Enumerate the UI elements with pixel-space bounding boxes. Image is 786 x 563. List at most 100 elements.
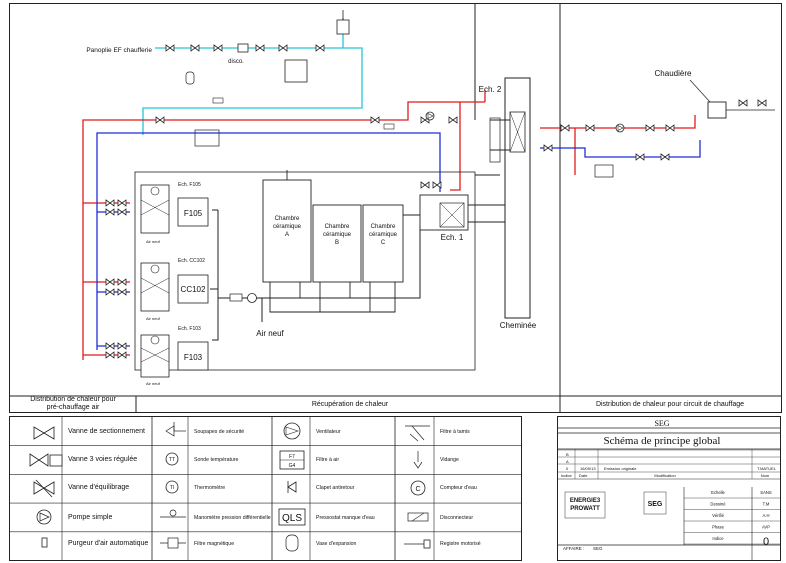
boiler [707, 101, 727, 119]
legend-col4-item-3: Disconnecteur [440, 515, 473, 521]
symbol-compteur: C [410, 480, 426, 496]
section-left-label-2: pré-chauffage air [47, 404, 100, 411]
legend-col2-item-0: Soupapes de sécurité [194, 429, 244, 435]
unit-f103 [177, 341, 209, 371]
rev-header-idx: Indice [561, 473, 572, 478]
return-line-blue [96, 132, 441, 350]
legend-col2-item-3: Manomètre pression différentielle [194, 515, 271, 521]
disco-label: disco. [228, 59, 244, 65]
air-neuf-cc102: Air neuf [146, 316, 161, 321]
legend-col4-item-1: Vidange [440, 457, 459, 463]
unit-f103-label: F103 [184, 353, 203, 362]
svg-text:TI: TI [170, 485, 174, 491]
symbol-vanne-3-voies [29, 453, 63, 467]
symbol-thermometre: TI [165, 480, 179, 494]
symbol-manometre [160, 509, 186, 518]
cold-water-line [142, 47, 363, 135]
legend-col2-item-4: Filtre magnétique [194, 541, 234, 547]
rev-mod-2: Emission originale [604, 466, 637, 471]
affaire-label: AFFAIRE : [563, 546, 584, 551]
ech-f105-label: Ech. F105 [178, 182, 201, 188]
symbol-purgeur [41, 537, 48, 548]
field-key-1: Dessiné [710, 502, 726, 507]
symbol-vanne-sectionnement [33, 426, 55, 440]
ech2-label: Ech. 2 [479, 85, 502, 94]
symbol-vidange [413, 451, 423, 469]
svg-text:SEG: SEG [648, 501, 663, 508]
legend-frame [9, 416, 522, 561]
legend-col4-item-4: Registre motorisé [440, 541, 481, 547]
chamber-b-l1: Chambre [325, 224, 350, 230]
legend-col4-item-2: Compteur d'eau [440, 485, 477, 491]
svg-text:TT: TT [169, 457, 175, 463]
symbol-soupape [165, 422, 186, 437]
unit-f105-label: F105 [184, 209, 203, 218]
symbol-clapet [287, 481, 297, 493]
symbol-filtre-magnetique [160, 537, 186, 549]
air-neuf-f105: Air neuf [146, 239, 161, 244]
rev-index-0: B [566, 452, 569, 457]
panoplie-label: Panoplie EF chaufferie [86, 47, 152, 54]
symbol-filtre-tamis [405, 425, 430, 442]
field-key-0: Echelle [711, 490, 725, 495]
field-key-4: Indice [712, 536, 724, 541]
affaire-value: SEG [593, 546, 603, 551]
chamber-c-l3: C [381, 240, 386, 246]
air-neuf-label: Air neuf [256, 329, 284, 338]
expansion-station [284, 59, 308, 83]
field-key-2: Vérifié [712, 513, 725, 518]
symbol-ventilateur [283, 422, 301, 440]
title-block [557, 416, 781, 561]
svg-text:PROWATT: PROWATT [570, 506, 600, 512]
exchanger-f105 [140, 184, 170, 234]
chaudiere-label: Chaudière [655, 69, 692, 78]
ech1-label: Ech. 1 [441, 233, 464, 242]
legend-col3-item-0: Ventilateur [316, 429, 341, 435]
section-left-label-1: Distribution de chaleur pour [30, 396, 116, 403]
svg-text:C: C [415, 486, 420, 493]
legend-col1-item-1: Vanne 3 voies régulée [68, 456, 137, 463]
chamber-c-l1: Chambre [371, 224, 396, 230]
legend-col3-item-3: Pressostat manque d'eau [316, 515, 375, 521]
supply-line-red [82, 101, 485, 360]
heat-recovery-zone [134, 171, 476, 371]
symbol-vanne-equilibrage [33, 479, 55, 498]
unit-f105 [177, 197, 209, 227]
field-value-4: 0 [763, 536, 769, 548]
legend-col1-item-2: Vanne d'équilibrage [68, 484, 129, 491]
symbol-pompe [36, 509, 52, 525]
logo-energie3 [564, 491, 606, 519]
field-key-3: Phase [712, 525, 725, 530]
rev-author-2: T.MATUEL [757, 466, 777, 471]
client-name: SEG [654, 419, 669, 428]
rev-header-nom: Nom [761, 473, 770, 478]
chamber-c-l2: céramique [369, 232, 398, 238]
chamber-a-l1: Chambre [275, 216, 300, 222]
legend-col3-item-1: Filtre à air [316, 457, 339, 463]
field-value-1: T.M [763, 502, 770, 507]
legend-col1-item-0: Vanne de sectionnement [68, 428, 145, 435]
drawing-title: Schéma de principe global [604, 435, 721, 447]
svg-text:G4: G4 [289, 463, 296, 469]
symbol-disconnecteur [407, 512, 429, 522]
chamber-a-l3: A [285, 232, 289, 238]
unit-cc102 [177, 274, 209, 304]
legend-col2-item-1: Sonde température [194, 457, 239, 463]
legend-col3-item-4: Vase d'expansion [316, 541, 357, 547]
field-value-0: SANS [760, 490, 772, 495]
rev-header-mod: Modification [654, 473, 675, 478]
field-value-3: AVP [762, 525, 770, 530]
legend-col1-item-4: Purgeur d'air automatique [68, 540, 148, 547]
legend-col4-item-0: Filtre à tamis [440, 429, 470, 435]
svg-text:F7: F7 [289, 454, 295, 460]
rev-index-1: A [566, 459, 569, 464]
legend-col2-item-2: Thermomètre [194, 485, 225, 491]
legend-col3-item-2: Clapet antiretour [316, 485, 355, 491]
drawing-frame [9, 3, 782, 413]
legend-col1-item-3: Pompe simple [68, 514, 112, 521]
unit-cc102-label: CC102 [181, 285, 206, 294]
